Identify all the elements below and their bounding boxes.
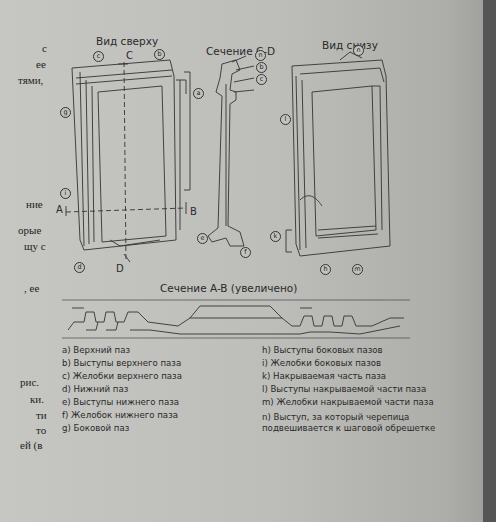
legend-item: k) Накрываемая часть паза <box>262 372 386 381</box>
callout-letter: d <box>74 262 85 273</box>
legend-item: g) Боковой паз <box>62 424 129 433</box>
callout-letter: k <box>270 231 281 242</box>
callout-letter: b <box>154 49 165 60</box>
legend-item: d) Нижний паз <box>62 385 128 394</box>
callout-letter: b <box>256 62 267 73</box>
section-letter: A <box>56 204 63 215</box>
section-letter: C <box>126 50 133 61</box>
callout-letter: l <box>280 114 291 125</box>
callout-letter: m <box>352 264 363 275</box>
legend-item: b) Выступы верхнего паза <box>62 359 181 368</box>
margin-text: с <box>42 42 47 54</box>
section-letter: D <box>116 263 124 274</box>
margin-text: ти <box>36 409 47 421</box>
page-edge <box>483 0 496 522</box>
legend-item: c) Желобки верхнего паза <box>62 372 182 381</box>
margin-text: орые <box>18 224 41 236</box>
legend-item: e) Выступы нижнего паза <box>62 398 179 407</box>
margin-text: ее <box>36 58 46 70</box>
callout-letter: n <box>255 50 266 61</box>
callout-letter: f <box>240 247 251 258</box>
margin-text: рис. <box>20 376 39 388</box>
callout-letter: g <box>60 107 71 118</box>
legend-item: f) Желобок нижнего паза <box>62 411 178 420</box>
callout-letter: c <box>256 74 267 85</box>
margin-text: , ее <box>24 282 39 294</box>
margin-text: ние <box>26 198 43 210</box>
callout-letter: h <box>320 264 331 275</box>
callout-letter: a <box>193 88 204 99</box>
view-title: Вид снизу <box>322 40 378 52</box>
legend-item: m) Желобки накрываемой части паза <box>262 398 434 407</box>
legend-item: i) Желобки боковых пазов <box>262 359 381 368</box>
callout-letter: i <box>60 188 71 199</box>
legend-item: l) Выступы накрываемой части паза <box>262 385 426 394</box>
section-title: Сечение A-B (увеличено) <box>160 283 297 295</box>
legend-item: h) Выступы боковых пазов <box>262 346 383 355</box>
margin-text: то <box>36 424 46 436</box>
callout-letter: n <box>353 45 364 56</box>
section-letter: B <box>190 206 197 217</box>
view-title: Вид сверху <box>96 36 158 48</box>
margin-text: тями, <box>18 74 43 86</box>
margin-text: ей (в <box>20 439 42 451</box>
margin-text: ки. <box>30 393 44 405</box>
legend-item: a) Верхний паз <box>62 346 130 355</box>
callout-letter: e <box>197 233 208 244</box>
legend-item: n) Выступ, за который черепица подвешива… <box>262 412 452 433</box>
margin-text: щу с <box>24 240 46 252</box>
callout-letter: c <box>93 51 104 62</box>
